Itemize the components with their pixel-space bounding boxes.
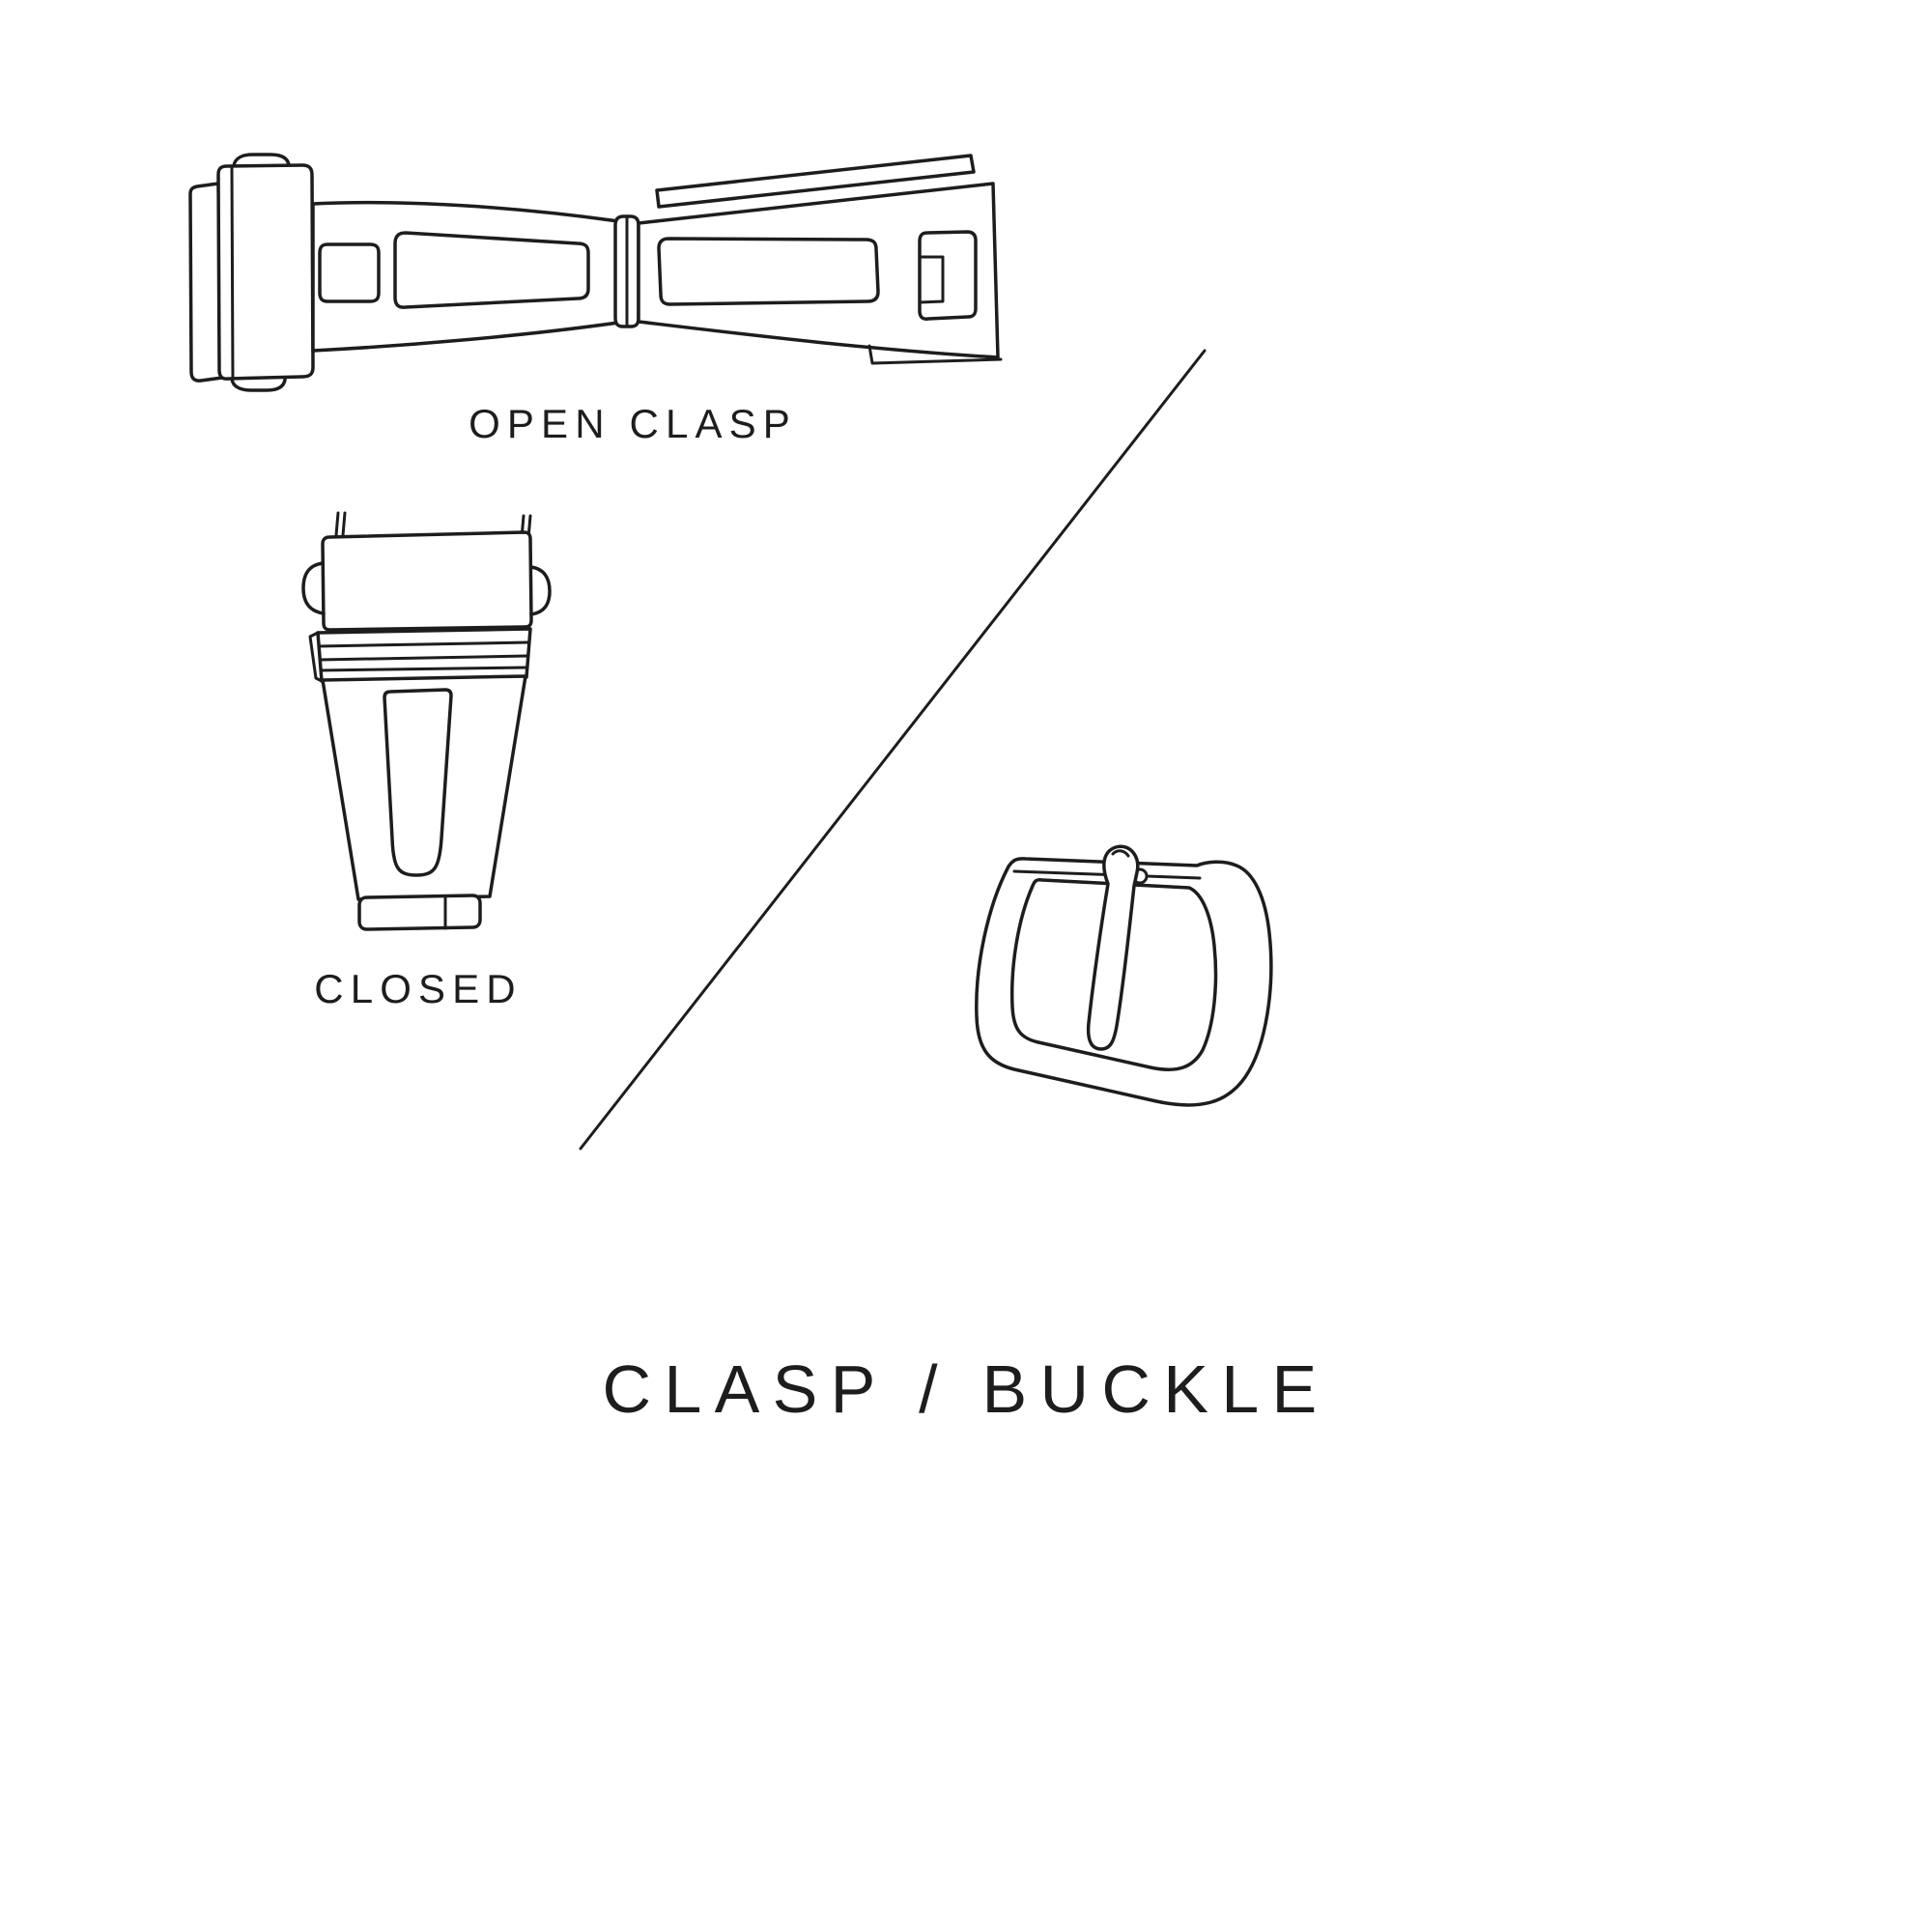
diagonal-divider-line bbox=[579, 349, 1207, 1151]
diagram-title: CLASP / BUCKLE bbox=[602, 1351, 1330, 1427]
tang-buckle-illustration bbox=[975, 844, 1273, 1107]
closed-clasp-illustration bbox=[301, 511, 552, 931]
closed-clasp-label: CLOSED bbox=[314, 966, 523, 1011]
open-clasp-label: OPEN CLASP bbox=[469, 401, 797, 446]
open-clasp-illustration bbox=[188, 153, 1003, 392]
